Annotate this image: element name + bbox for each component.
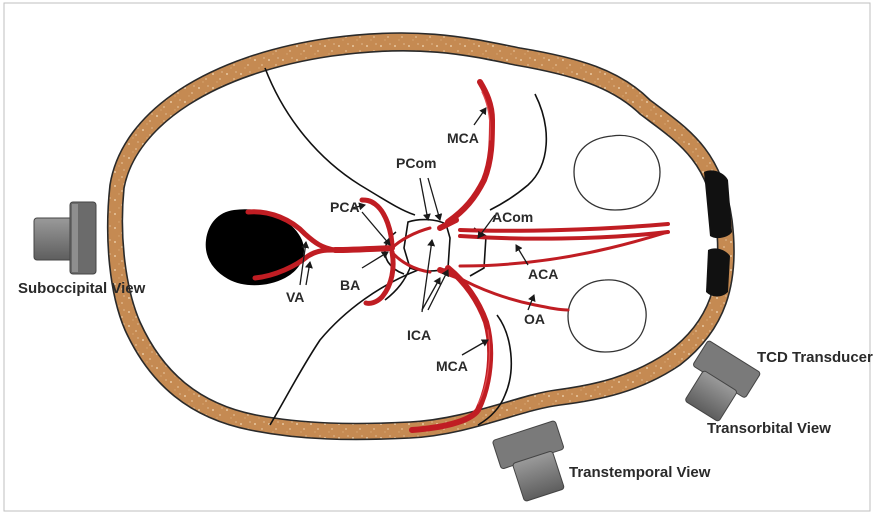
- right-orbit: [574, 135, 660, 210]
- label-pca: PCA: [330, 199, 360, 215]
- label-aca: ACA: [528, 266, 558, 282]
- transtemporal-transducer: [492, 420, 576, 505]
- label-transtemporal-view: Transtemporal View: [569, 464, 711, 481]
- transorbital-window: [704, 170, 732, 296]
- label-tcd-transducer: TCD Transducer: [757, 349, 873, 366]
- cranial-outlines: [265, 68, 546, 425]
- orbits: [568, 135, 660, 352]
- label-transorbital-view: Transorbital View: [707, 420, 831, 437]
- label-ica: ICA: [407, 327, 431, 343]
- label-acom: ACom: [492, 209, 533, 225]
- label-oa: OA: [524, 311, 545, 327]
- label-mca-top: MCA: [447, 130, 479, 146]
- label-va: VA: [286, 289, 304, 305]
- label-ba: BA: [340, 277, 360, 293]
- label-suboccipital-view: Suboccipital View: [18, 280, 146, 297]
- suboccipital-transducer: [34, 202, 96, 274]
- label-pcom: PCom: [396, 155, 436, 171]
- left-orbit: [568, 280, 646, 352]
- label-mca-bottom: MCA: [436, 358, 468, 374]
